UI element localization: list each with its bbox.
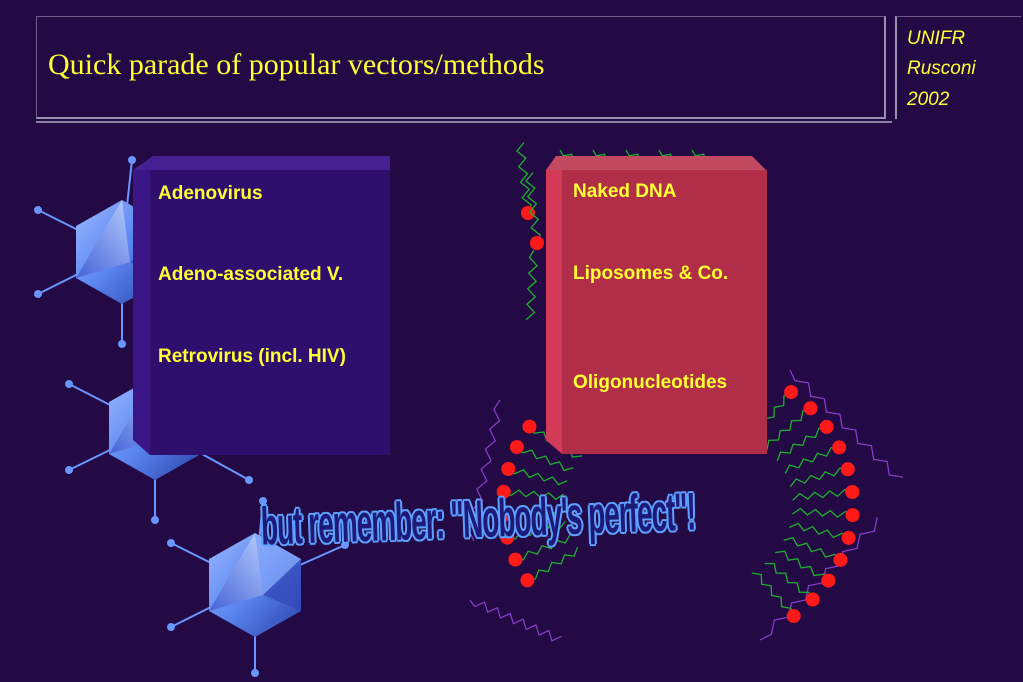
lipid-head [784,385,799,400]
lipid-head [496,484,511,499]
list-item-adenovirus: Adenovirus [158,183,263,204]
warning-banner-text: but remember: "Nobody's perfect"! [259,482,697,557]
lipid-head [786,609,801,623]
lipid-head [508,552,523,567]
list-item-liposomes: Liposomes & Co. [573,263,729,284]
list-item-oligonucleotides: Oligonucleotides [573,372,728,393]
lipid-head [821,573,836,588]
lipid-head [832,440,847,455]
list-item-aav: Adeno-associated V. [158,264,344,285]
list-item-retrovirus: Retrovirus (incl. HIV) [158,346,346,367]
lipid-head [840,462,855,477]
viral-vectors-box [133,156,390,455]
lipid-head [496,507,511,522]
lipid-head [845,485,860,499]
lipid-head [805,592,820,607]
warning-banner: but remember: "Nobody's perfect"! [260,480,696,559]
lipid-head [530,236,544,250]
slide-title: Quick parade of popular vectors/methods [48,48,545,81]
side-note-line-2: Rusconi [907,58,976,79]
lipid-head [522,419,537,434]
lipid-head [509,440,524,455]
lipid-head [841,530,856,545]
viral-box-face [150,170,390,455]
side-note-line-3: 2002 [907,89,950,110]
lipid-head [501,462,516,476]
lipid-head [500,530,515,545]
nonviral-box-face [562,170,767,454]
lipid-head [845,508,860,523]
title-frame [36,16,892,123]
nonviral-methods-box [546,156,767,454]
lipid-head [819,419,834,434]
lipid-head [803,401,818,416]
list-item-naked-dna: Naked DNA [573,181,677,202]
liposome-illustration [467,142,903,642]
lipid-head [520,573,535,588]
side-note-line-1: UNIFR [907,28,966,49]
side-note-frame [895,16,1021,119]
adenovirus-icon-3 [167,497,349,677]
lipid-head [833,552,848,567]
